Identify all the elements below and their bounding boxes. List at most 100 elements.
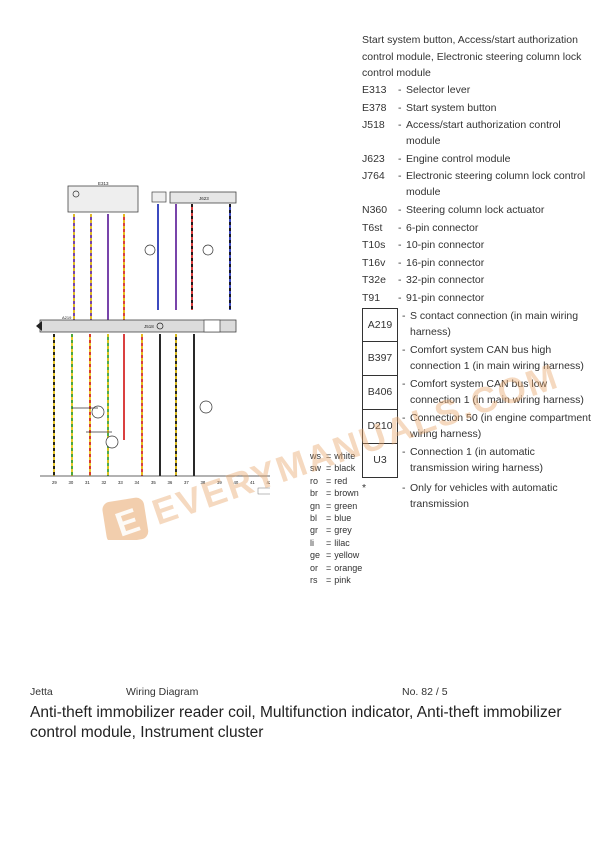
legend-row: T6st-6-pin connector — [362, 220, 594, 236]
legend-desc: Start system button — [406, 101, 497, 114]
boxed-legend-row: D210-Connection 50 (in engine compartmen… — [362, 409, 594, 444]
color-abbr: br — [310, 488, 319, 499]
legend-desc: Electronic steering column lock control … — [406, 170, 586, 199]
legend-code: T6st — [362, 221, 383, 234]
color-key-row: or=orange — [310, 562, 363, 573]
legend-desc: Engine control module — [406, 152, 511, 165]
footnote-row: * - Only for vehicles with automatic tra… — [362, 480, 594, 512]
selector-lever-component — [67, 185, 139, 213]
legend-code: E313 — [362, 84, 387, 96]
footnote-mark: * — [362, 481, 367, 494]
grid-number: 40 — [234, 480, 239, 485]
color-abbr: or — [310, 562, 319, 573]
legend-code: N360 — [362, 203, 388, 216]
model-name: Jetta — [30, 686, 53, 698]
legend-desc: 91-pin connector — [406, 291, 485, 304]
color-name: pink — [334, 575, 351, 586]
boxed-legend-row: B397-Comfort system CAN bus high connect… — [362, 341, 594, 376]
color-name: blue — [334, 513, 352, 524]
color-key-row: ws=white — [310, 451, 356, 461]
color-abbr: ws — [310, 451, 321, 461]
color-abbr: li — [310, 537, 314, 548]
color-abbr: gr — [310, 525, 319, 536]
svg-text:A219: A219 — [62, 315, 72, 320]
color-abbr: sw — [310, 463, 321, 474]
color-name: brown — [334, 488, 359, 499]
boxed-legend-code: U3 — [362, 443, 398, 478]
grid-number: 33 — [118, 480, 123, 485]
legend-row: J518-Access/start authorization control … — [362, 117, 594, 149]
boxed-legend-row: B406-Comfort system CAN bus low connecti… — [362, 375, 594, 410]
grid-number: 39 — [217, 480, 222, 485]
color-abbr: ge — [310, 550, 321, 561]
color-key-row: li=lilac — [310, 537, 350, 548]
diagram-number: No. 82 / 5 — [402, 686, 448, 698]
boxed-legend-desc: S contact connection (in main wiring har… — [410, 309, 579, 338]
grid-number: 32 — [102, 480, 107, 485]
grid-number: 41 — [250, 480, 255, 485]
legend-code: E378 — [362, 101, 387, 114]
grid-number: 37 — [184, 480, 189, 485]
color-name: lilac — [334, 537, 350, 548]
boxed-legend-desc: Comfort system CAN bus low connection 1 … — [410, 377, 584, 406]
grid-number: 29 — [52, 480, 57, 485]
j623-label: J623 — [199, 196, 209, 201]
footer-meta: Jetta Wiring Diagram No. 82 / 5 — [30, 686, 590, 700]
boxed-legend-row: U3-Connection 1 (in automatic transmissi… — [362, 443, 594, 478]
grid-number: 36 — [168, 480, 173, 485]
color-abbr: ro — [310, 475, 319, 486]
legend-desc: 32-pin connector — [406, 274, 485, 287]
color-name: white — [334, 451, 356, 461]
color-key-row: ge=yellow — [310, 550, 360, 561]
legend-desc: 6-pin connector — [406, 221, 479, 234]
page-title: Anti-theft immobilizer reader coil, Mult… — [30, 704, 562, 741]
boxed-legend-row: A219-S contact connection (in main wirin… — [362, 307, 594, 342]
legend-row: E313-Selector lever — [362, 82, 594, 98]
watermark-logo-icon — [102, 497, 149, 540]
legend-desc: Selector lever — [406, 84, 471, 96]
boxed-legend-code: B397 — [362, 341, 398, 376]
grid-number: 38 — [201, 480, 206, 485]
color-abbr: rs — [310, 575, 318, 586]
boxed-legend-desc: Connection 1 (in automatic transmission … — [410, 445, 544, 474]
color-name: grey — [334, 525, 352, 536]
legend-row: N360-Steering column lock actuator — [362, 202, 594, 218]
boxed-legend-code: A219 — [362, 307, 398, 342]
legend-row: J623-Engine control module — [362, 151, 594, 167]
boxed-legend-desc: Connection 50 (in engine compartment wir… — [410, 411, 591, 440]
legend-code: T32e — [362, 274, 386, 287]
color-name: orange — [334, 562, 363, 573]
grid-number: 42 — [267, 480, 271, 485]
color-key-row: gr=grey — [310, 525, 352, 536]
color-name: yellow — [334, 550, 360, 561]
color-abbr: gn — [310, 500, 321, 511]
svg-text:J518: J518 — [144, 324, 154, 329]
color-key-row: br=brown — [310, 488, 359, 499]
boxed-legend-code: D210 — [362, 409, 398, 444]
legend-row: T91-91-pin connector — [362, 290, 594, 306]
legend-desc: Steering column lock actuator — [406, 203, 545, 216]
color-key-row: bl=blue — [310, 513, 352, 524]
color-key-row: gn=green — [310, 500, 358, 511]
legend-desc: Access/start authorization control modul… — [406, 119, 561, 148]
grid-number: 35 — [151, 480, 156, 485]
boxed-legend-desc: Comfort system CAN bus high connection 1… — [410, 343, 584, 372]
legend-desc: 10-pin connector — [406, 239, 485, 252]
color-key-row: rs=pink — [310, 575, 351, 586]
legend-code: J764 — [362, 170, 385, 183]
color-key-row: sw=black — [310, 463, 356, 474]
boxed-legend-code: B406 — [362, 375, 398, 410]
legend-code: J518 — [362, 119, 385, 132]
legend-row: E378-Start system button — [362, 100, 594, 116]
grid-number: 30 — [69, 480, 74, 485]
legend-row: T32e-32-pin connector — [362, 272, 594, 288]
grid-number: 31 — [85, 480, 90, 485]
legend-row: T10s-10-pin connector — [362, 237, 594, 253]
grid-number: 34 — [135, 480, 140, 485]
legend-code: J623 — [362, 152, 385, 165]
color-key-row: ro=red — [310, 475, 348, 486]
color-name: green — [334, 500, 358, 511]
